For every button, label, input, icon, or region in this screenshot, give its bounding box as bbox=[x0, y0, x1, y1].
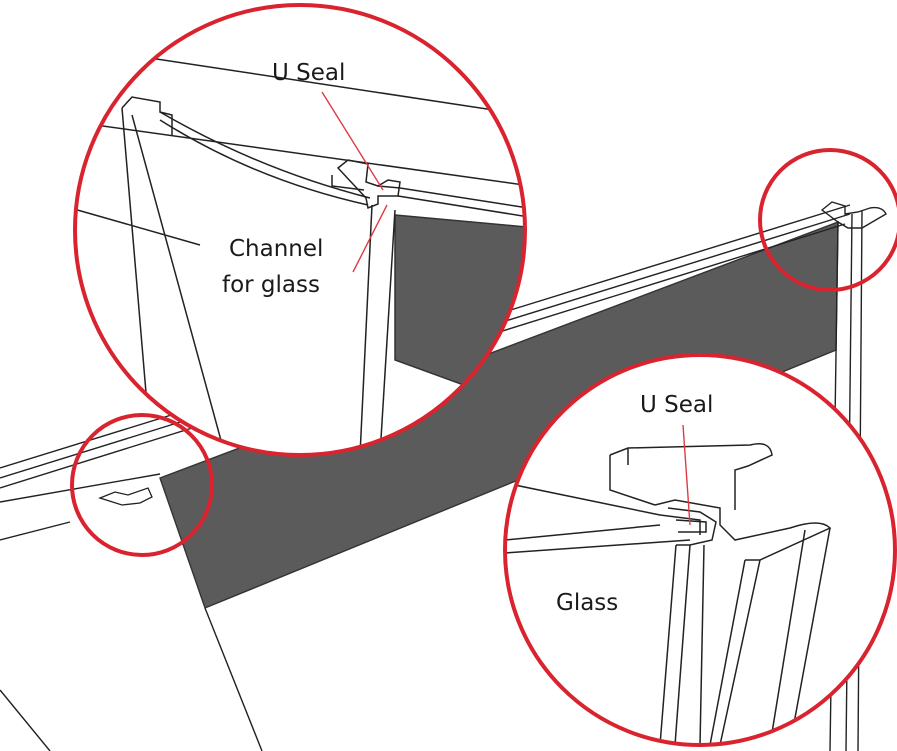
right-post-profile bbox=[820, 201, 887, 229]
bottom-right-callout-ring bbox=[503, 353, 897, 747]
channel-leader bbox=[352, 204, 388, 273]
frame-left-edge bbox=[0, 689, 51, 751]
top-left-callout: U Seal Channel for glass bbox=[73, 3, 527, 457]
bottom-right-callout: U Seal Glass bbox=[503, 353, 897, 747]
bottom-left-callout-ring bbox=[70, 413, 214, 557]
u-seal-top-leader bbox=[321, 91, 384, 191]
u-seal-bottom-label: U Seal bbox=[640, 392, 713, 418]
top-right-callout-ring bbox=[758, 148, 897, 292]
glass-label: Glass bbox=[556, 590, 618, 616]
channel-label-line1: Channel bbox=[229, 236, 323, 262]
u-seal-bottom-leader bbox=[682, 424, 691, 526]
glass-left-edge bbox=[204, 607, 263, 751]
top-left-callout-ring bbox=[73, 3, 527, 457]
u-seal-top-label: U Seal bbox=[272, 60, 345, 86]
channel-label-line2: for glass bbox=[222, 272, 320, 298]
bottom-left-callout bbox=[70, 413, 214, 557]
